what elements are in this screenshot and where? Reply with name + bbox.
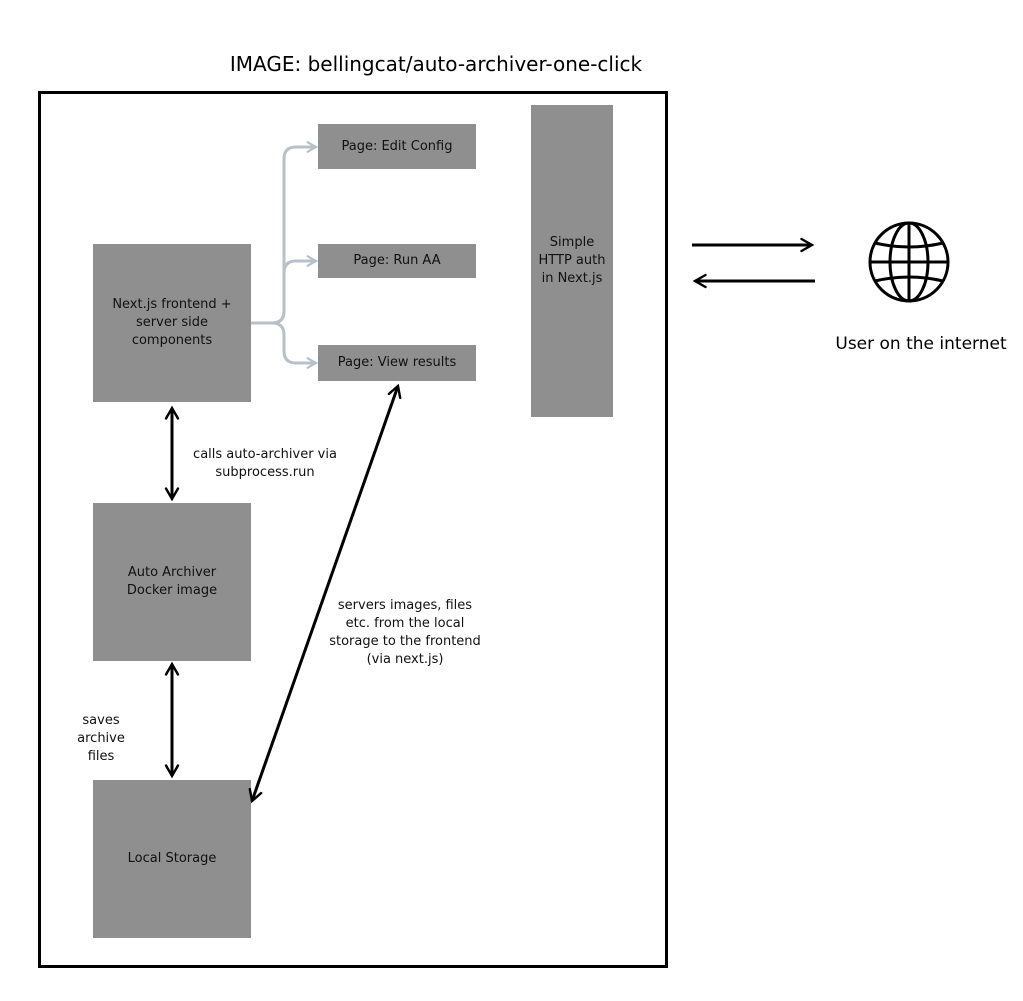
user-on-internet-label: User on the internet [835,334,1007,354]
local-storage-box: Local Storage [93,780,251,938]
branch-lines [251,141,319,369]
image-container-frame [38,91,668,968]
docker-image-box: Auto Archiver Docker image [93,503,251,661]
page-view-results-box: Page: View results [318,345,476,381]
diagram-title: IMAGE: bellingcat/auto-archiver-one-clic… [229,52,643,76]
arrow-storage-view-results [248,383,402,804]
globe-icon [868,221,950,303]
http-auth-box: Simple HTTP auth in Next.js [531,105,613,417]
saves-label: saves archive files [77,713,125,764]
branch-to-run-aa [251,255,319,325]
page-run-aa-box: Page: Run AA [318,244,476,278]
nextjs-frontend-box: Next.js frontend + server side component… [93,244,251,402]
page-edit-config-box: Page: Edit Config [318,124,476,169]
branch-to-view-results [251,321,319,369]
